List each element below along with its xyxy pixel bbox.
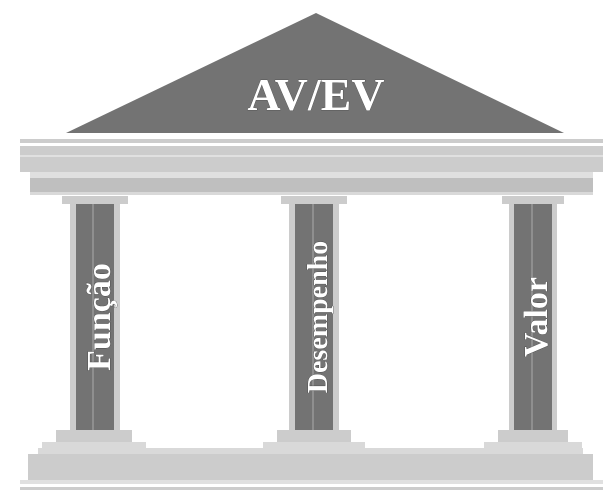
pillar-label-valor: Valor xyxy=(518,277,555,357)
pillar-label-funcao: Função xyxy=(81,263,118,371)
roof-title: AV/EV xyxy=(247,69,384,120)
pillar-valor: Valor xyxy=(484,196,582,448)
entablature xyxy=(20,139,603,195)
temple-roof xyxy=(66,13,564,133)
pillar-funcao: Função xyxy=(42,196,146,448)
pillar-label-desempenho: Desempenho xyxy=(303,241,334,393)
temple-base xyxy=(20,448,603,490)
pillar-desempenho: Desempenho xyxy=(263,196,365,448)
